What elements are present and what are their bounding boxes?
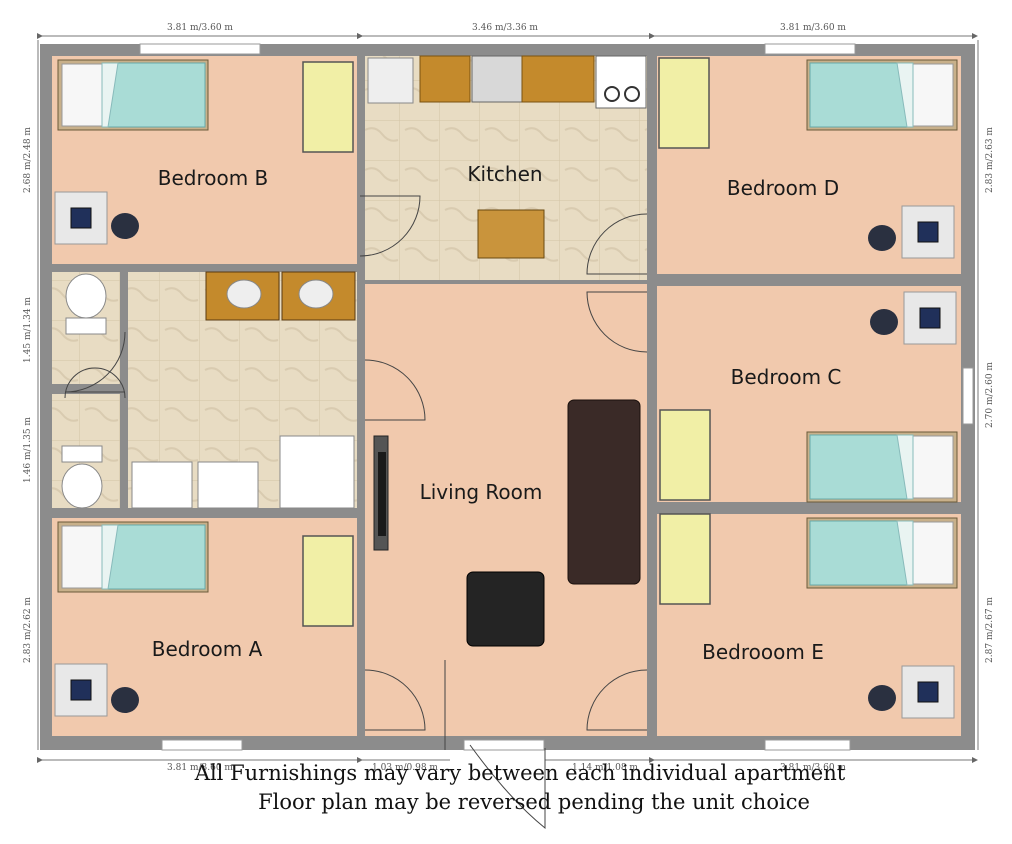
shower-2 (197, 461, 259, 509)
desk-c (659, 409, 711, 501)
desk-e (659, 513, 711, 605)
dim-left-2: 1.45 m/1.34 m (23, 297, 33, 363)
bed-a (57, 521, 209, 593)
dim-bottom-mid1: 1.03 m/0.98 m (372, 763, 438, 773)
doors (64, 195, 648, 830)
dim-left-4: 2.83 m/2.62 m (23, 597, 33, 663)
chair-d (868, 225, 896, 251)
dim-left-3: 1.46 m/1.35 m (23, 417, 33, 483)
dim-right-3: 2.87 m/2.67 m (985, 597, 995, 663)
laptop-d (901, 205, 955, 259)
dim-bottom-left: 3.81 m/3.60 m (167, 763, 233, 773)
kitchen-furniture (367, 55, 647, 259)
sofa (567, 399, 641, 585)
desk-b (302, 61, 354, 153)
dim-right-1: 2.83 m/2.63 m (985, 127, 995, 193)
label-bedroom-a: Bedroom A (152, 637, 263, 661)
stove (595, 55, 647, 109)
laptop-a (54, 663, 108, 717)
note-reversed: Floor plan may be reversed pending the u… (258, 790, 810, 814)
toilet-1 (65, 273, 107, 319)
armchair (466, 571, 545, 647)
dim-left-1: 2.68 m/2.48 m (23, 127, 33, 193)
dimension-lines (37, 33, 979, 763)
label-bedroom-d: Bedroom D (727, 176, 839, 200)
label-living-room: Living Room (420, 480, 543, 504)
kitchen-table (477, 209, 545, 259)
tv (378, 452, 386, 536)
dim-top-mid: 3.46 m/3.36 m (472, 23, 538, 33)
dim-bottom-mid2: 1.14 m/1.08 m (572, 763, 638, 773)
laptop-c (903, 291, 957, 345)
bathroom-fixtures (61, 271, 356, 509)
label-kitchen: Kitchen (467, 162, 542, 186)
laptop-e (901, 665, 955, 719)
chair-c (870, 309, 898, 335)
desk-d (658, 57, 710, 149)
chair-b (111, 213, 139, 239)
windows (139, 43, 974, 751)
counter-left (419, 55, 471, 103)
counter-right (521, 55, 595, 103)
bed-e (806, 517, 958, 589)
dim-top-right: 3.81 m/3.60 m (780, 23, 846, 33)
desk-a (302, 535, 354, 627)
bed-c (806, 431, 958, 503)
shower-3 (279, 435, 355, 509)
label-bedroom-e: Bedrooom E (702, 640, 824, 664)
toilet-2 (61, 463, 103, 509)
label-bedroom-c: Bedroom C (731, 365, 842, 389)
chair-e (868, 685, 896, 711)
sink (471, 55, 523, 103)
living-room-furniture (373, 399, 641, 647)
shower-1 (131, 461, 193, 509)
dim-right-2: 2.70 m/2.60 m (985, 362, 995, 428)
note-furnishings: All Furnishings may vary between each in… (194, 761, 846, 785)
fridge (367, 57, 414, 104)
laptop-b (54, 191, 108, 245)
dim-top-left: 3.81 m/3.60 m (167, 23, 233, 33)
chair-a (111, 687, 139, 713)
bed-b (57, 59, 209, 131)
dim-bottom-right: 3.81 m/3.60 m (780, 763, 846, 773)
bed-d (806, 59, 958, 131)
label-bedroom-b: Bedroom B (158, 166, 269, 190)
